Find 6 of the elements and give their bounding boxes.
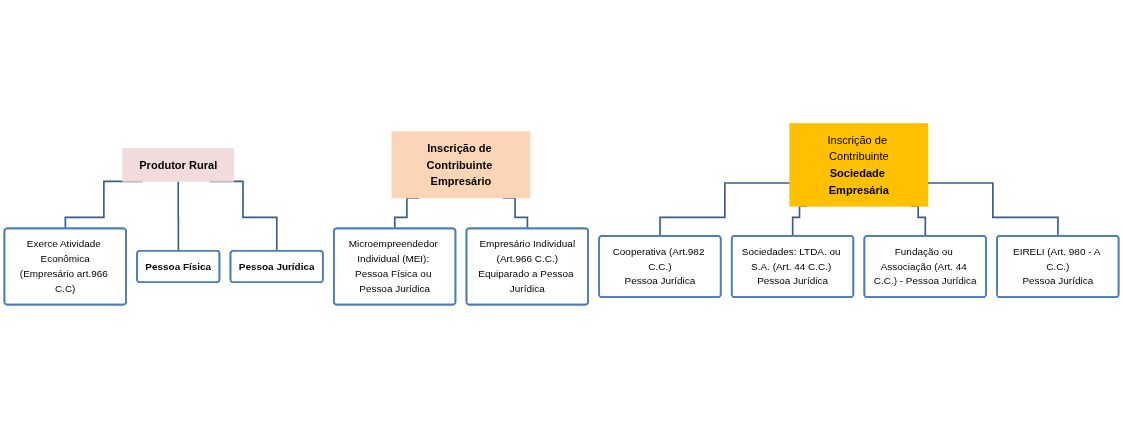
connector: [659, 182, 791, 237]
node-box: Produtor Rural: [122, 147, 235, 182]
node-box: Inscrição de Contribuinte Sociedade Empresária: [789, 123, 929, 207]
node-box: Inscrição de Contribuinte Empresário: [391, 131, 531, 199]
connector: [927, 182, 1059, 237]
connector: [177, 180, 180, 252]
